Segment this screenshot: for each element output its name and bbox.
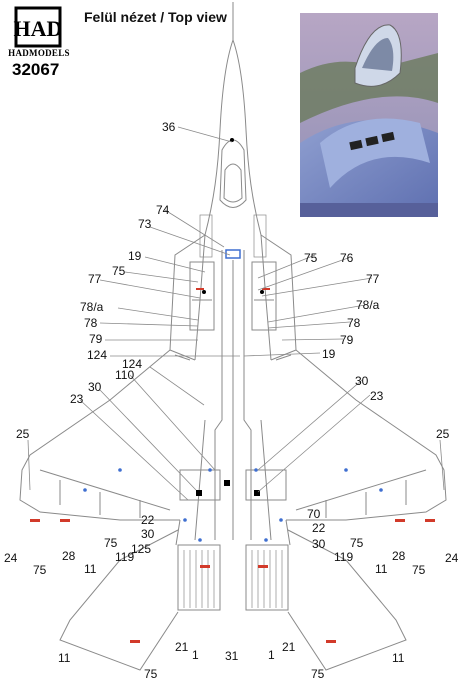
callout-11-left-wing: 11 xyxy=(84,562,97,576)
callout-75-right-inner: 75 xyxy=(350,536,364,550)
callout-1-right: 1 xyxy=(268,648,275,662)
brand-name: HADMODELS xyxy=(8,48,70,58)
callout-21-left: 21 xyxy=(175,640,189,654)
callout-36: 36 xyxy=(162,120,176,134)
callout-22-right: 22 xyxy=(312,521,326,535)
callout-19-left-upper: 19 xyxy=(128,249,142,263)
callout-28-right: 28 xyxy=(392,549,406,563)
logo-mark: HAD xyxy=(14,16,63,41)
callout-78-left: 78 xyxy=(84,316,98,330)
callout-79-right: 79 xyxy=(340,333,354,347)
callout-76: 76 xyxy=(340,251,354,265)
callout-124-left: 124 xyxy=(87,348,107,362)
callout-1-left: 1 xyxy=(192,648,199,662)
callout-74: 74 xyxy=(156,203,170,217)
callout-30-left: 30 xyxy=(88,380,102,394)
callout-19-right: 19 xyxy=(322,347,336,361)
reference-photo xyxy=(300,13,438,217)
product-code: 32067 xyxy=(12,60,60,79)
callout-30-left-lower: 30 xyxy=(141,527,155,541)
callout-119-right: 119 xyxy=(334,550,353,564)
callout-23-right: 23 xyxy=(370,389,384,403)
callout-119-left: 119 xyxy=(115,550,134,564)
callout-75-right-wing: 75 xyxy=(412,563,426,577)
callout-31: 31 xyxy=(225,649,239,663)
callout-75-right-upper: 75 xyxy=(304,251,318,265)
callout-28-left: 28 xyxy=(62,549,76,563)
callout-11-right-wing: 11 xyxy=(375,562,388,576)
callout-24-left: 24 xyxy=(4,551,18,565)
callout-73: 73 xyxy=(138,217,152,231)
had-logo: HAD xyxy=(8,6,68,82)
callout-70: 70 xyxy=(307,507,321,521)
callout-124-inner: 124 xyxy=(122,357,142,371)
callout-75-left-inner: 75 xyxy=(104,536,118,550)
callout-110: 110 xyxy=(115,368,134,382)
callout-75-right-tail: 75 xyxy=(311,667,325,681)
callout-23-left: 23 xyxy=(70,392,84,406)
callout-25-right: 25 xyxy=(436,427,450,441)
callout-78-right: 78 xyxy=(347,316,361,330)
callout-24-right: 24 xyxy=(445,551,459,565)
callout-78a-right: 78/a xyxy=(356,298,380,312)
callout-22-left: 22 xyxy=(141,513,155,527)
callout-75-left-upper: 75 xyxy=(112,264,126,278)
callout-77-left: 77 xyxy=(88,272,102,286)
callout-79-left: 79 xyxy=(89,332,103,346)
callout-11-left-tail: 11 xyxy=(58,651,71,665)
callout-11-right-tail: 11 xyxy=(392,651,405,665)
callout-125: 125 xyxy=(131,542,151,556)
callout-25-left: 25 xyxy=(16,427,30,441)
callout-75-left-wing: 75 xyxy=(33,563,47,577)
callout-75-left-tail: 75 xyxy=(144,667,158,681)
callout-30-right-lower: 30 xyxy=(312,537,326,551)
callout-30-right: 30 xyxy=(355,374,369,388)
callout-77-right: 77 xyxy=(366,272,380,286)
callout-78a-left: 78/a xyxy=(80,300,104,314)
callout-21-right: 21 xyxy=(282,640,296,654)
page-title: Felül nézet / Top view xyxy=(84,9,227,25)
